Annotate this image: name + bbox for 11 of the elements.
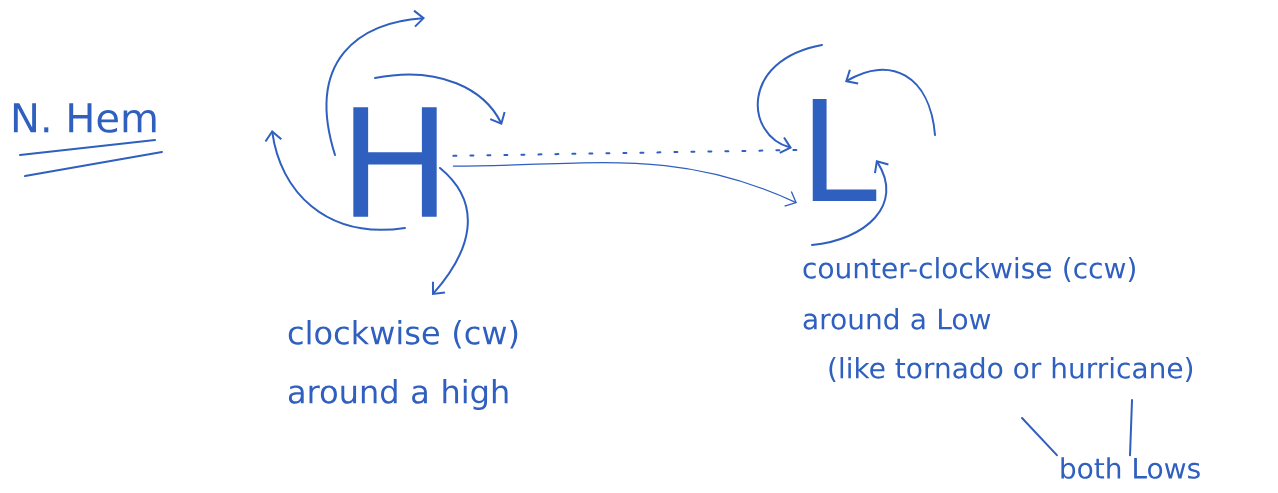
note-text: (like tornado or hurricane) <box>829 357 1193 382</box>
note-text: N. Hem <box>13 103 156 133</box>
note-text: counter-clockwise (ccw) around a Low <box>803 257 1135 330</box>
leader-line <box>1021 417 1058 457</box>
note-text: both Lows <box>1061 457 1200 479</box>
dotted-line <box>452 149 798 157</box>
letter: L <box>812 98 877 202</box>
letter: H <box>353 107 437 217</box>
arrow <box>452 161 797 207</box>
note-text: clockwise (cw) around a high <box>288 320 518 410</box>
leader-line <box>1129 399 1133 457</box>
